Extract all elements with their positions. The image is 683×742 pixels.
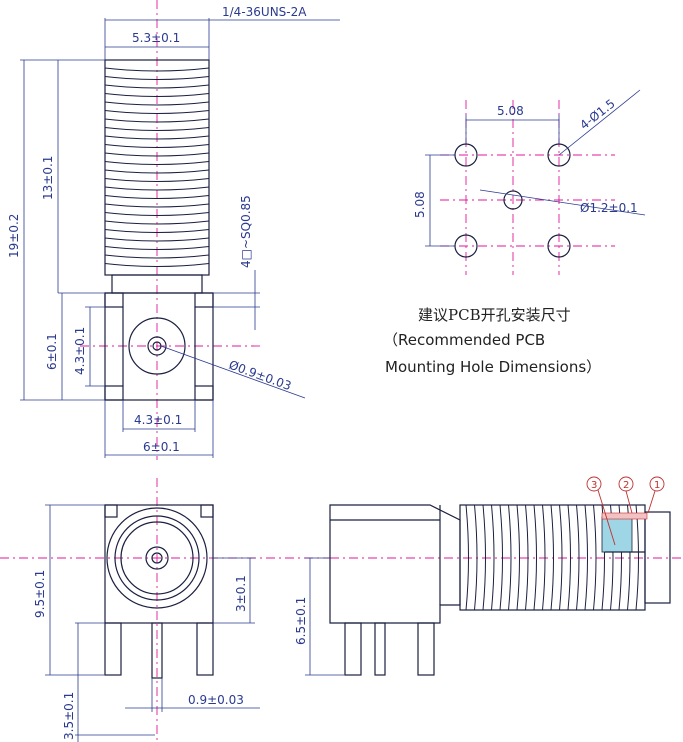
side-thread-ridge: [491, 504, 495, 611]
side-thread-ridge: [542, 504, 546, 611]
center-hole-label: Ø1.2±0.1: [580, 201, 638, 215]
svg-text:2: 2: [623, 480, 629, 491]
mount-hole-br: [547, 234, 571, 258]
top-view: 1/4-36UNS-2A 5.3±0.1 19±0.2 13±0.1 6±0.1…: [7, 0, 340, 460]
side-thread-ridge: [635, 504, 639, 611]
pcb-spacing-h-label: 5.08: [497, 104, 524, 118]
side-thread-ridge: [508, 504, 512, 611]
center-hole: [503, 190, 523, 210]
base-block: [104, 292, 214, 401]
side-signal-pin: [374, 622, 386, 676]
side-leg-left: [344, 622, 362, 676]
front-pin-ring: [145, 546, 169, 570]
side-view: 6.5±0.1 3 2 1: [294, 476, 683, 676]
thread-ridge: [104, 84, 210, 89]
body-width-label: 5.3±0.1: [132, 31, 180, 45]
block-inner-height-label: 4.3±0.1: [73, 327, 87, 375]
pcb-spacing-v-label: 5.08: [413, 191, 427, 218]
side-thread-ridge: [533, 504, 537, 611]
thread-body: [104, 59, 210, 294]
thread-ridge: [104, 144, 210, 148]
thread-spec-label: 1/4-36UNS-2A: [222, 5, 307, 19]
socket-pin-ring: [147, 336, 167, 356]
thread-ridge: [104, 110, 210, 114]
side-thread-ridge: [499, 504, 503, 611]
thread-ridge: [104, 127, 210, 131]
thread-ridge: [104, 237, 210, 242]
pcb-layout: 5.08 5.08 4-Ø1.5 Ø1.2±0.1 建议PCB开孔安装尺寸 （R…: [383, 89, 646, 376]
thread-ridge: [104, 67, 210, 72]
thread-ridge: [104, 118, 210, 123]
thread-ridge: [104, 178, 210, 182]
side-height-label: 6.5±0.1: [294, 597, 308, 645]
insulator-section: [601, 516, 633, 553]
pcb-title-en-line2: Mounting Hole Dimensions）: [385, 358, 601, 376]
socket-outer-circle: [128, 317, 186, 375]
large-hole-label: 4-Ø1.5: [577, 96, 618, 132]
pcb-title-en-line1: （Recommended PCB: [383, 331, 545, 349]
bottom-pin-diameter-label: 0.9±0.03: [188, 693, 244, 707]
front-outer-ring: [106, 507, 208, 609]
thread-ridge: [104, 263, 210, 267]
side-thread-ridge: [482, 504, 486, 611]
callout-1: [649, 476, 665, 492]
pin-diameter-label: Ø0.9±0.03: [227, 358, 293, 393]
block-inner-width-label: 4.3±0.1: [134, 413, 182, 427]
svg-text:1: 1: [654, 480, 660, 491]
svg-text:3: 3: [591, 480, 597, 491]
block-width-label: 6±0.1: [143, 440, 180, 454]
side-thread-ridge: [516, 504, 520, 611]
thread-ridge: [104, 195, 210, 199]
side-leg-right: [417, 622, 435, 676]
side-thread-body: [459, 504, 671, 611]
thread-ridge: [104, 254, 210, 259]
thread-ridge: [104, 169, 210, 174]
front-ring-2: [114, 515, 200, 601]
side-thread-ridge: [474, 504, 478, 611]
side-thread-ridge: [465, 504, 469, 611]
total-height-label: 19±0.2: [7, 214, 21, 258]
thread-ridge: [104, 220, 210, 225]
front-height-label: 9.5±0.1: [33, 570, 47, 618]
signal-pin: [151, 622, 163, 679]
pcb-title-cn: 建议PCB开孔安装尺寸: [418, 306, 571, 324]
side-thread-ridge: [550, 504, 554, 611]
thread-ridge: [104, 186, 210, 191]
thread-ridge: [104, 212, 210, 216]
side-thread-ridge: [567, 504, 571, 611]
pin-square-label: 4□~SQ0.85: [239, 195, 253, 268]
thread-ridge: [104, 101, 210, 106]
callout-3: [586, 476, 602, 492]
thread-ridge: [104, 135, 210, 140]
callouts: 3 2 1: [586, 476, 665, 546]
thread-ridge: [104, 246, 210, 250]
thread-ridge: [104, 152, 210, 157]
center-height-label: 3±0.1: [234, 575, 248, 612]
leg-left: [104, 622, 122, 676]
side-thread-ridge: [584, 504, 588, 611]
block-height-label: 6±0.1: [45, 333, 59, 370]
thread-length-label: 13±0.1: [41, 156, 55, 200]
thread-ridge: [104, 203, 210, 208]
thread-ridge: [104, 161, 210, 165]
leg-right: [196, 622, 214, 676]
thread-ridge: [104, 76, 210, 80]
thread-ridge: [104, 229, 210, 233]
front-ring-3: [120, 521, 194, 595]
pin-length-label: 3.5±0.1: [62, 692, 76, 740]
side-thread-ridge: [576, 504, 580, 611]
side-thread-ridge: [559, 504, 563, 611]
side-thread-ridge: [525, 504, 529, 611]
front-view: 9.5±0.1 3.5±0.1 3±0.1 0.9±0.03: [0, 478, 330, 742]
thread-ridge: [104, 93, 210, 97]
front-pin: [151, 552, 163, 564]
shell-section: [601, 512, 648, 520]
side-thread-ridge: [593, 504, 597, 611]
